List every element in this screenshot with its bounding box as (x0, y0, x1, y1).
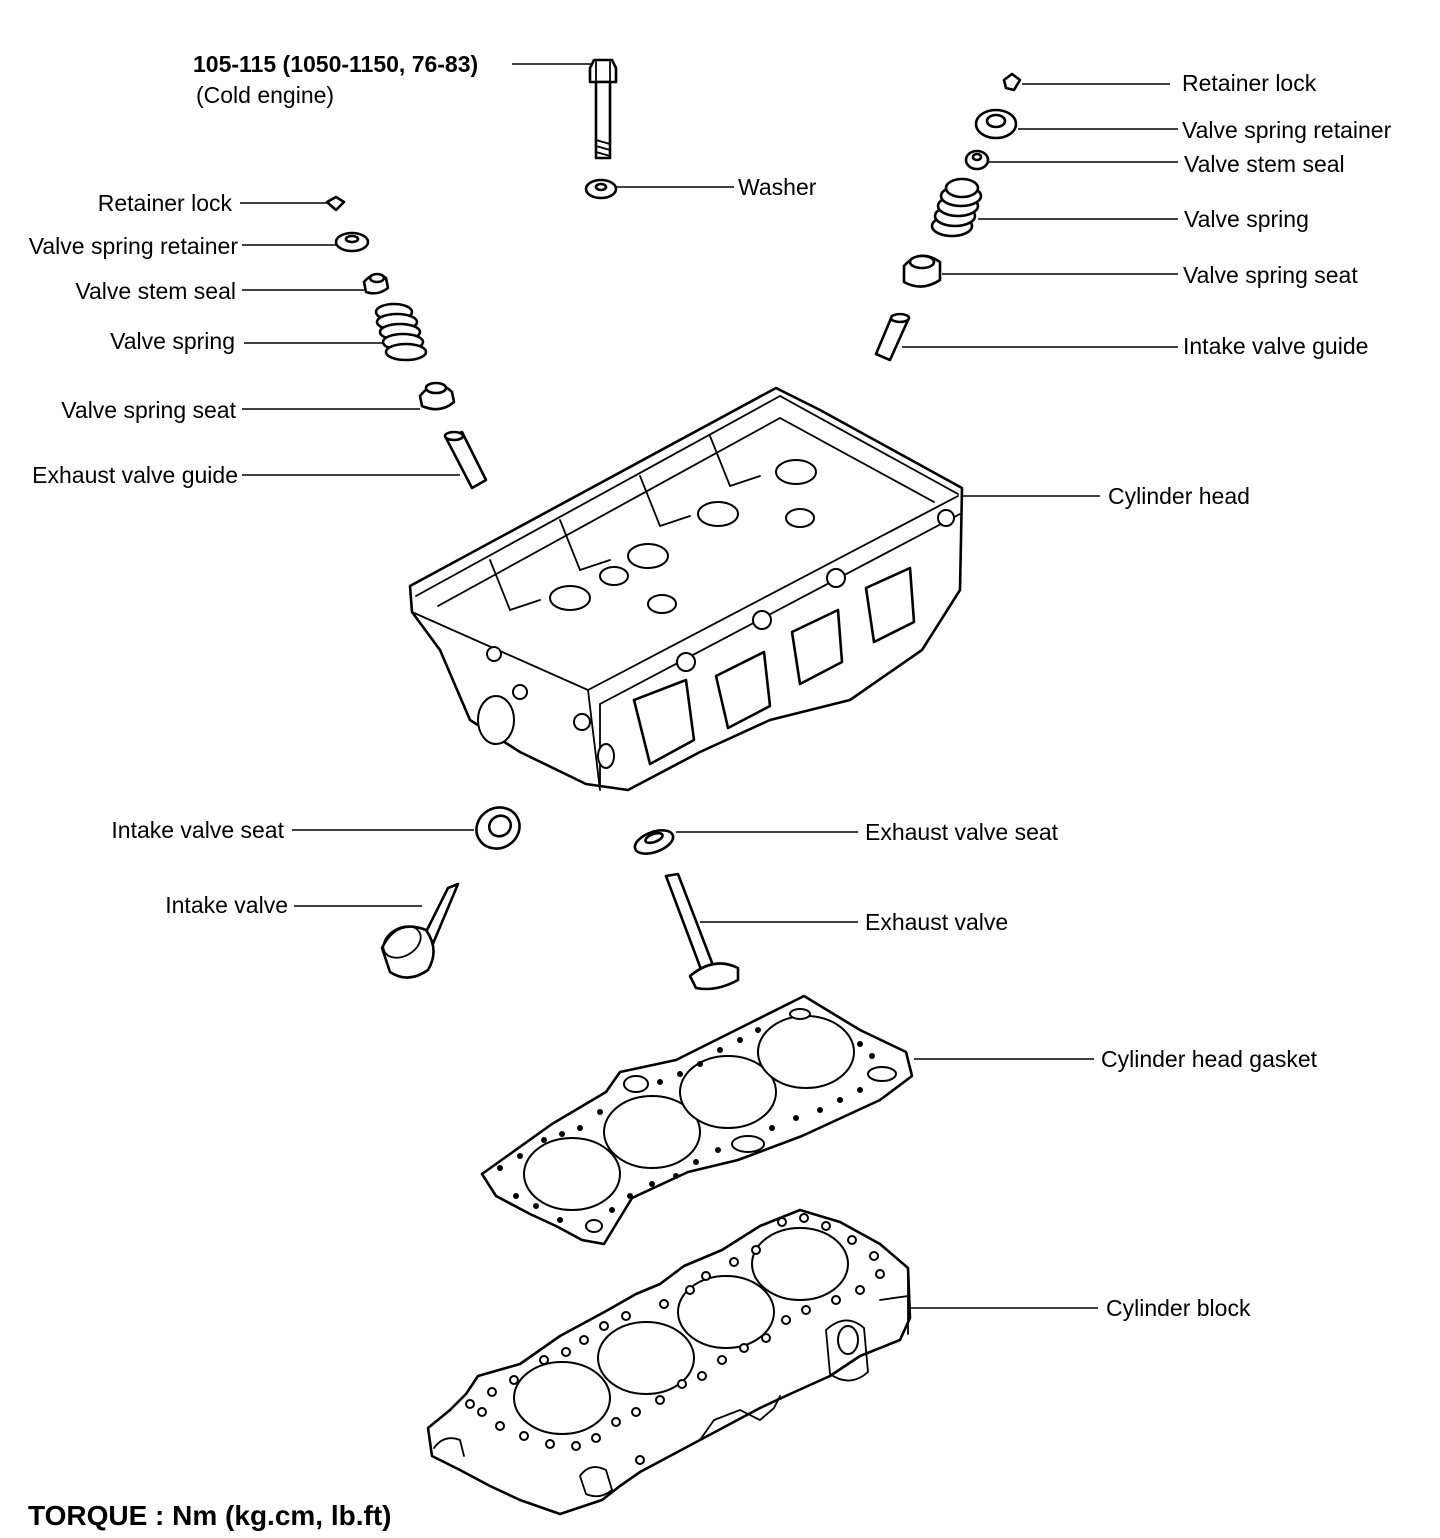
cylinder-head-camshaft-journals (489, 435, 761, 612)
right-spring-retainer-hole (985, 113, 1007, 129)
exhaust-valve-seat-hole (644, 831, 664, 845)
intake-valve-drawing (380, 882, 460, 979)
gasket-oil-slot (789, 1008, 811, 1020)
exhaust-valve-drawing (664, 872, 740, 991)
left-stem-seal-top (368, 272, 386, 284)
cylinder-head-label: Cylinder head (1108, 483, 1250, 509)
block-front-cover (433, 1437, 465, 1457)
left-retainer-lock-label: Retainer lock (98, 190, 233, 216)
cylinder-head-gasket-label: Cylinder head gasket (1101, 1046, 1318, 1072)
intake-valve-seat-label: Intake valve seat (111, 817, 284, 843)
left-valve-spring-retainer-label: Valve spring retainer (29, 233, 239, 259)
labels: 105-115 (1050-1150, 76-83) (Cold engine)… (28, 51, 1392, 1531)
cylinder-head-body (408, 386, 964, 792)
cylinder-head-end-hole (597, 743, 615, 769)
cylinder-block-drawing (426, 1208, 912, 1516)
leader-lines (240, 63, 1178, 1309)
exhaust-valve-label: Exhaust valve (865, 909, 1008, 935)
exhaust-valve-stem (664, 872, 716, 974)
head-bolt-drawing (588, 58, 618, 160)
gasket-oil-slot (731, 1135, 765, 1153)
washer-hole (594, 182, 608, 192)
intake-valve-guide-top (889, 312, 911, 324)
left-retainer-lock-part (325, 195, 346, 212)
intake-valve-label: Intake valve (165, 892, 288, 918)
right-retainer-lock-label: Retainer lock (1182, 70, 1317, 96)
right-spring-seat-top (908, 254, 936, 270)
left-valve-stack-drawing (325, 195, 488, 490)
cylinder-head-manifold-studs (573, 509, 955, 731)
cylinder-head-inner-rim (437, 416, 935, 607)
gasket-bore-3 (679, 1055, 777, 1129)
bolt-thread (595, 139, 611, 145)
right-valve-spring-retainer-label: Valve spring retainer (1182, 117, 1392, 143)
bolt-thread (595, 151, 611, 157)
washer-label: Washer (738, 174, 817, 200)
exhaust-valve-seat-label: Exhaust valve seat (865, 819, 1059, 845)
block-bore-1 (513, 1361, 611, 1435)
block-lower-edge (699, 1395, 781, 1441)
cylinder-head-gasket-drawing (480, 994, 914, 1246)
block-bore-2 (597, 1321, 695, 1395)
block-side-edge (879, 1267, 909, 1335)
cylinder-head-intake-ports (632, 566, 916, 766)
gasket-oil-slot (867, 1066, 897, 1082)
torque-spec-label: 105-115 (1050-1150, 76-83) (193, 51, 478, 77)
cylinder-head-end-edge (411, 611, 601, 791)
exhaust-valve-head (688, 962, 740, 991)
gasket-oil-slot (623, 1075, 649, 1093)
cylinder-head-end-hole (512, 684, 528, 700)
cylinder-head-front-edge-lower (599, 513, 961, 705)
block-bore-4 (751, 1227, 849, 1301)
right-valve-spring-label: Valve spring (1184, 206, 1309, 232)
bolt-shank (594, 80, 612, 160)
intake-valve-face (382, 925, 422, 959)
washer-drawing (584, 178, 618, 200)
left-valve-spring-part (374, 302, 428, 362)
exhaust-valve-guide-top (443, 430, 465, 442)
torque-note-label: (Cold engine) (196, 82, 334, 108)
left-valve-spring-seat-label: Valve spring seat (61, 397, 236, 423)
left-spring-retainer-hole (344, 234, 360, 244)
gasket-bolt-holes (497, 1027, 875, 1223)
right-valve-stack-drawing (874, 72, 1022, 362)
block-bolt-holes (465, 1213, 885, 1465)
intake-valve-seat-hole (487, 814, 513, 838)
left-spring-seat-top (424, 381, 448, 395)
block-bore-3 (677, 1275, 775, 1349)
bolt-thread (595, 145, 611, 151)
cylinder-head-drawing (408, 386, 964, 792)
cylinder-head-end-bore (477, 695, 515, 745)
cylinder-head-top-rim (415, 394, 959, 597)
gasket-bore-4 (757, 1015, 855, 1089)
bolt-head (588, 58, 618, 84)
gasket-bore-2 (603, 1095, 701, 1169)
block-side-boss-hole (837, 1325, 859, 1355)
intake-valve-seat-drawing (475, 806, 521, 850)
right-valve-spring-part (930, 177, 983, 238)
intake-valve-guide-label: Intake valve guide (1183, 333, 1368, 359)
cylinder-head-end-hole (486, 646, 502, 662)
exhaust-valve-guide-label: Exhaust valve guide (32, 462, 238, 488)
gasket-bore-1 (523, 1137, 621, 1211)
block-side-boss (825, 1319, 869, 1382)
right-valve-spring-seat-label: Valve spring seat (1183, 262, 1358, 288)
exhaust-valve-seat-drawing (633, 829, 675, 855)
cylinder-head-front-edge (587, 495, 959, 691)
block-front-boss (579, 1466, 614, 1498)
cylinder-block-label: Cylinder block (1106, 1295, 1251, 1321)
right-stem-seal-hole (971, 152, 983, 162)
gasket-oil-slot (585, 1219, 603, 1233)
cylinder-head-spark-plug-towers (549, 459, 817, 614)
right-valve-stem-seal-label: Valve stem seal (1184, 151, 1345, 177)
left-valve-stem-seal-label: Valve stem seal (75, 278, 236, 304)
torque-units-footer: TORQUE : Nm (kg.cm, lb.ft) (28, 1500, 392, 1531)
left-valve-spring-label: Valve spring (110, 328, 235, 354)
right-retainer-lock-part (1002, 72, 1022, 92)
